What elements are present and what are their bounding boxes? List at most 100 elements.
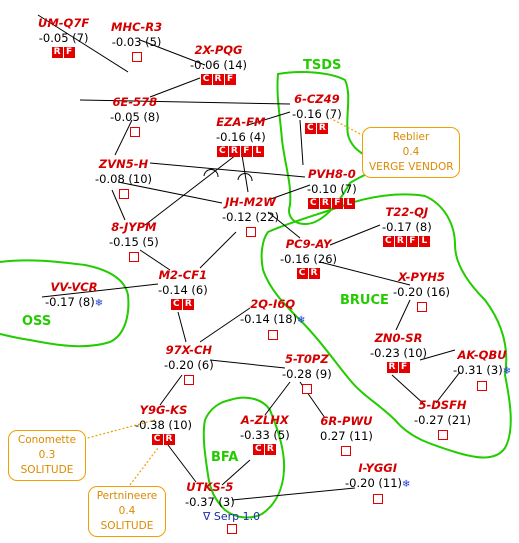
system-node-vv-vcr[interactable]: VV-VCR -0.17 (8)❄ [45, 280, 103, 325]
system-name: MHC-R3 [111, 20, 163, 34]
system-name: 97X-CH [165, 343, 213, 357]
link-zn0sr-5dsfh [391, 374, 426, 406]
empty-status-box [267, 330, 278, 340]
system-value: -0.03 (5) [111, 35, 162, 49]
service-tag: R [163, 434, 175, 445]
system-node-ak-qbu[interactable]: AK-QBU -0.31 (3)❄ [453, 348, 511, 393]
system-value: -0.20 (16) [393, 285, 451, 299]
system-name: AK-QBU [457, 348, 507, 362]
system-value: -0.06 (14) [190, 58, 248, 72]
system-value: -0.37 (3) [185, 495, 235, 509]
empty-status-box [341, 446, 352, 456]
service-tag: C [216, 146, 228, 157]
link-jhm2w-pvh80 [267, 184, 311, 201]
service-tag: R [319, 198, 331, 209]
system-value: -0.38 (10) [135, 418, 193, 432]
link-zvn5h-jhm2w [117, 181, 223, 204]
service-tag: C [151, 434, 163, 445]
system-node-i-yggi[interactable]: I-YGGI -0.20 (11)❄ [345, 461, 410, 506]
link-umq7f-mhcr3 [37, 14, 129, 73]
system-node-utks-5[interactable]: UTKS-5 -0.37 (3) [185, 480, 235, 510]
system-name: A-ZLHX [240, 413, 289, 427]
callout-value: 0.4 [118, 505, 136, 517]
system-node-6e-578[interactable]: 6E-578 -0.05 (8) [110, 95, 160, 139]
callout-sub: SOLITUDE [100, 520, 154, 532]
system-value: -0.28 (9) [282, 367, 332, 381]
system-node-mhc-r3[interactable]: MHC-R3 -0.03 (5) [111, 20, 162, 64]
connection-lines [37, 14, 461, 501]
region-label-bfa: BFA [211, 450, 239, 465]
bridge-arcs [203, 169, 253, 182]
service-tag: R [264, 444, 276, 455]
service-tag: R [308, 268, 320, 279]
system-node-6r-pwu[interactable]: 6R-PWU 0.27 (11) [320, 414, 373, 458]
callout-name: Reblier [392, 131, 430, 143]
system-node-5-dsfh[interactable]: 5-DSFH -0.27 (21) [414, 398, 471, 442]
callout-name: Conomette [17, 434, 77, 446]
system-name: 6-CZ49 [294, 92, 340, 106]
system-value: -0.16 (4) [216, 130, 266, 144]
link-pc9ay-xpyh5 [319, 261, 411, 286]
serp-indicator: ∇ Serp 1.0 [203, 510, 260, 523]
link-6cz49-pvh80 [299, 119, 304, 166]
system-name: 2X-PQG [194, 43, 243, 57]
serp-label: Serp 1.0 [213, 510, 261, 523]
callout-links [79, 117, 363, 486]
system-value: -0.31 (3)❄ [453, 363, 512, 377]
link-zvn5h-8jypm [111, 189, 126, 221]
link-97xch-5t0pz [209, 359, 286, 369]
link-azlhx-utks5 [221, 459, 251, 486]
system-node-2q-i6q[interactable]: 2Q-I6Q -0.14 (18)❄ [240, 297, 305, 342]
system-node-5-t0pz[interactable]: 5-T0PZ -0.28 (9) [282, 352, 332, 396]
region-outlines [0, 71, 512, 519]
empty-status-box [437, 430, 448, 440]
system-value: -0.14 (6) [158, 283, 208, 297]
callout-pertnineere[interactable]: Pertnineere 0.4 SOLITUDE [88, 486, 166, 537]
callout-conomette[interactable]: Conomette 0.3 SOLITUDE [8, 430, 86, 481]
system-name: 6R-PWU [320, 414, 373, 428]
empty-status-box [372, 494, 383, 504]
snowflake-icon: ❄ [94, 298, 104, 309]
link-zn0sr-akqbu [419, 349, 456, 361]
link-zvn5h-pvh80 [149, 162, 306, 178]
system-node-zvn5-h[interactable]: ZVN5-H -0.08 (10) [95, 157, 152, 201]
link-6e578-6cz49 [79, 99, 291, 105]
service-tag: C [252, 444, 264, 455]
service-tag: F [240, 146, 252, 157]
link-ezafm-8jypm [144, 154, 237, 226]
system-name: 6E-578 [112, 95, 158, 109]
empty-status-box [128, 252, 139, 262]
system-node-97x-ch[interactable]: 97X-CH -0.20 (6) [164, 343, 214, 387]
callout-sub: VERGE VENDOR [369, 161, 454, 173]
system-node-x-pyh5[interactable]: X-PYH5 -0.20 (16) [393, 270, 450, 314]
system-node-8-jypm[interactable]: 8-JYPM -0.15 (5) [109, 220, 159, 264]
callout-link-conomette [79, 419, 156, 441]
system-name: VV-VCR [50, 280, 98, 294]
link-2xpqg-6e578 [149, 77, 201, 98]
system-value: -0.20 (6) [164, 358, 214, 372]
service-tag: C [382, 236, 394, 247]
system-name: X-PYH5 [398, 270, 445, 284]
link-8jypm-m2cf1 [139, 249, 171, 271]
system-node-jh-m2w[interactable]: JH-M2W -0.12 (22) [222, 195, 279, 239]
empty-status-box [245, 227, 256, 237]
callout-reblier[interactable]: Reblier 0.4 VERGE VENDOR [362, 127, 460, 178]
region-outline-bruce [260, 193, 512, 459]
system-name: PC9-AY [285, 237, 332, 251]
service-tag: F [331, 198, 343, 209]
callout-link-pertnineere [129, 447, 159, 486]
system-name: 5-T0PZ [285, 352, 329, 366]
system-name: ZVN5-H [98, 157, 149, 171]
